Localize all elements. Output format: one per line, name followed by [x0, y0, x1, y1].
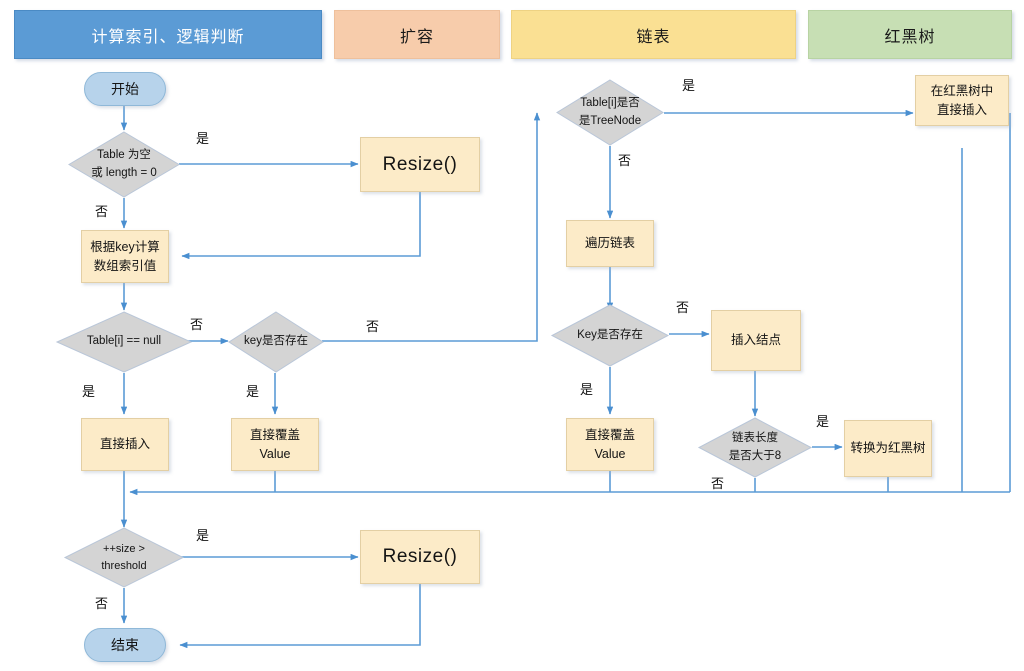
node-cover-value-right: 直接覆盖 Value	[566, 418, 654, 471]
decision-shape	[697, 417, 813, 478]
node-label: 遍历链表	[584, 236, 635, 251]
decision-shape	[228, 311, 324, 373]
node-label: 在红黑树中 直接插入	[930, 84, 994, 117]
node-list-length-gt-8: 链表长度 是否大于8	[697, 417, 813, 478]
edge-label-size-threshold-yes: 是	[196, 528, 210, 543]
edge-label-table-null-yes: 是	[82, 384, 96, 399]
header-banner-linkedlist: 链表	[511, 10, 796, 59]
node-label: 根据key计算 数组索引值	[90, 240, 160, 273]
node-label: 开始	[111, 80, 139, 97]
edge-label-key-exists-right-no: 否	[676, 300, 690, 315]
decision-shape	[55, 311, 193, 373]
header-banner-index-logic: 计算索引、逻辑判断	[14, 10, 322, 59]
node-resize-bottom: Resize()	[360, 530, 480, 584]
node-insert-node: 插入结点	[711, 310, 801, 371]
header-label: 计算索引、逻辑判断	[91, 28, 245, 46]
edge-label-table-empty-no: 否	[95, 204, 109, 219]
header-banner-resize: 扩容	[334, 10, 500, 59]
node-is-treenode: Table[i]是否 是TreeNode	[556, 79, 664, 146]
header-banner-redblacktree: 红黑树	[808, 10, 1012, 59]
node-label: 结束	[111, 636, 139, 653]
node-label: 直接覆盖 Value	[249, 428, 300, 461]
header-label: 红黑树	[884, 28, 936, 46]
header-label: 扩容	[399, 28, 434, 46]
node-table-null: Table[i] == null	[55, 311, 193, 373]
decision-shape	[556, 79, 664, 146]
node-end: 结束	[84, 628, 166, 662]
node-size-threshold: ++size > threshold	[63, 527, 185, 588]
decision-shape	[550, 304, 670, 367]
header-label: 链表	[636, 28, 671, 46]
decision-shape	[68, 131, 180, 198]
node-rbtree-direct-insert: 在红黑树中 直接插入	[915, 75, 1009, 126]
node-label: Resize()	[382, 153, 458, 175]
node-key-exists-right: Key是否存在	[550, 304, 670, 367]
node-table-empty: Table 为空 或 length = 0	[68, 131, 180, 198]
node-key-exists-left: key是否存在	[228, 311, 324, 373]
edge-label-key-exists-left-no: 否	[366, 319, 380, 334]
decision-shape	[63, 527, 185, 588]
node-direct-insert: 直接插入	[81, 418, 169, 471]
edge-label-table-null-no: 否	[190, 317, 204, 332]
edge-label-len-gt-8-yes: 是	[816, 414, 830, 429]
node-traverse-list: 遍历链表	[566, 220, 654, 267]
edge-label-size-threshold-no: 否	[95, 596, 109, 611]
edge-label-is-treenode-yes: 是	[682, 78, 696, 93]
node-label: Resize()	[382, 546, 458, 568]
node-convert-to-rbtree: 转换为红黑树	[844, 420, 932, 477]
node-resize-top: Resize()	[360, 137, 480, 192]
node-label: 直接插入	[99, 437, 150, 452]
edge-label-is-treenode-no: 否	[618, 153, 632, 168]
edge-label-key-exists-left-yes: 是	[246, 384, 260, 399]
node-calc-index: 根据key计算 数组索引值	[81, 230, 169, 283]
node-cover-value-left: 直接覆盖 Value	[231, 418, 319, 471]
node-start: 开始	[84, 72, 166, 106]
node-label: 转换为红黑树	[850, 441, 926, 456]
node-label: 插入结点	[730, 333, 781, 348]
edge-label-len-gt-8-no: 否	[711, 476, 725, 491]
node-label: 直接覆盖 Value	[584, 428, 635, 461]
edge-label-table-empty-yes: 是	[196, 131, 210, 146]
edge-label-key-exists-right-yes: 是	[580, 382, 594, 397]
